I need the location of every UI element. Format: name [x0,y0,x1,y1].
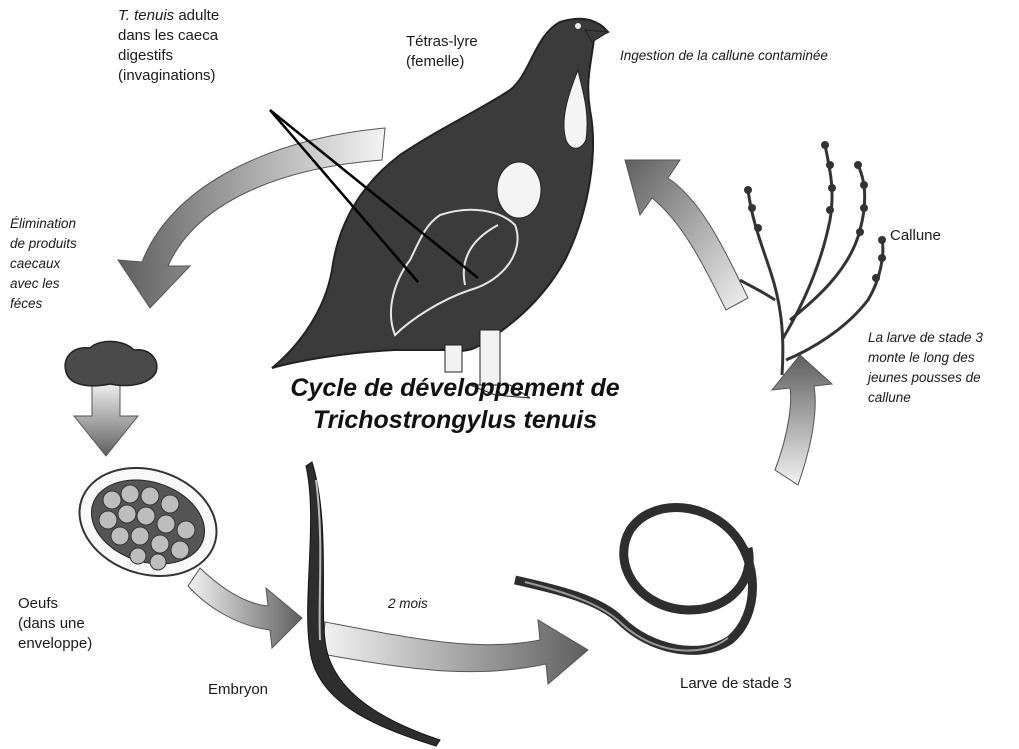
adult-label-line1: adulte [174,7,219,24]
black-grouse-illustration [272,19,608,398]
arrow-callune-to-bird [625,160,748,310]
arrow-embryo-to-larva [322,620,588,684]
eggs-label: Oeufs (dans une enveloppe) [18,594,92,654]
duration-label: 2 mois [388,594,428,614]
eggs-line1: Oeufs [18,595,58,612]
larva-climb-line2: monte le long des [868,350,975,365]
adult-label-line3: digestifs [118,47,173,64]
larva-climb-label: La larve de stade 3 monte le long des je… [868,328,983,408]
eggs-line2: (dans une [18,615,85,632]
adult-worm-label: T. tenuis adulte dans les caeca digestif… [118,6,219,86]
adult-label-line4: (invaginations) [118,67,216,84]
embryo-label: Embryon [208,680,268,700]
larva-label: Larve de stade 3 [680,674,792,694]
larva-climb-line3: jeunes pousses de [868,370,981,385]
host-label-line1: Tétras-lyre [406,33,478,50]
callune-leaves [744,141,886,282]
elimination-line4: avec les [10,276,60,291]
host-label-line2: (femelle) [406,53,464,70]
arrow-feces-to-eggs [74,382,138,456]
adult-species-name: T. tenuis [118,7,174,24]
feces-illustration [65,341,157,385]
elimination-line1: Élimination [10,216,76,231]
elimination-line2: de produits [10,236,77,251]
eggs-line3: enveloppe) [18,635,92,652]
callune-plant [740,145,883,375]
larva-climb-line1: La larve de stade 3 [868,330,983,345]
elimination-line5: féces [10,296,42,311]
elimination-label: Élimination de produits caecaux avec les… [10,214,77,314]
eggs-envelope-illustration [65,451,230,593]
adult-label-line2: dans les caeca [118,27,218,44]
diagram-title: Cycle de développement de Trichostrongyl… [245,372,665,436]
larva-climb-line4: callune [868,390,911,405]
host-label: Tétras-lyre (femelle) [406,32,478,72]
arrow-eggs-to-embryo [188,568,302,648]
plant-label: Callune [890,226,941,246]
title-line1: Cycle de développement de [245,372,665,404]
elimination-line3: caecaux [10,256,60,271]
title-line2: Trichostrongylus tenuis [245,404,665,436]
ingestion-label: Ingestion de la callune contaminée [620,46,828,66]
